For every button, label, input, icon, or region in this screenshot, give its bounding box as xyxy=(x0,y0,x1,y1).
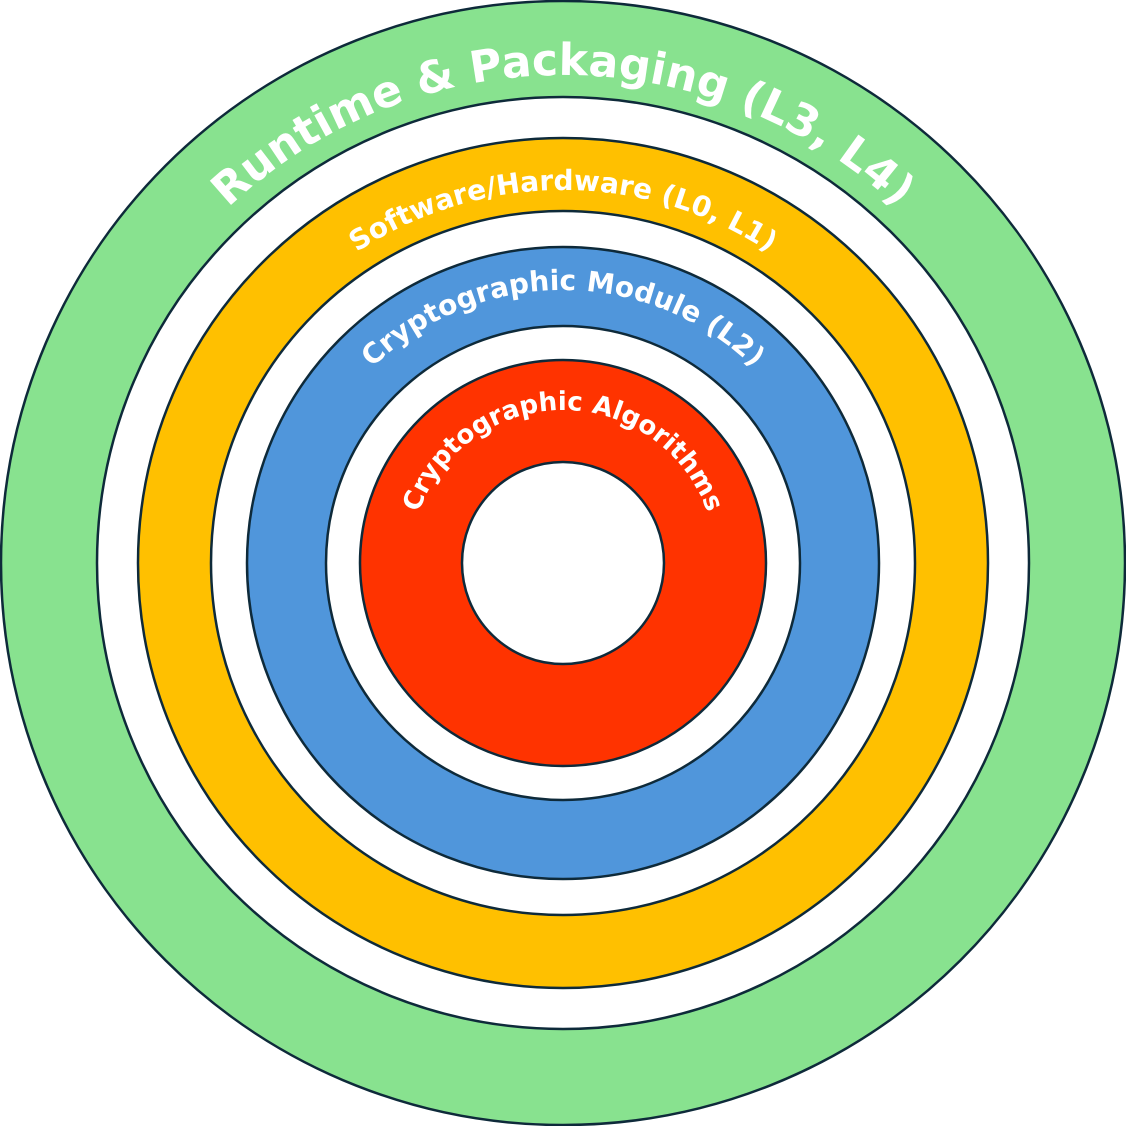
ring-cryptographic-algorithms-inner-gap xyxy=(460,460,666,666)
